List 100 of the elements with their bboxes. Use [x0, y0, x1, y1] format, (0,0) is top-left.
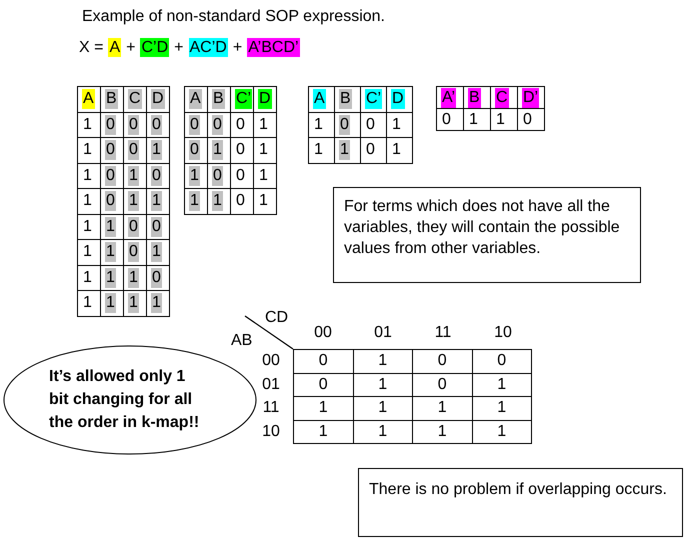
- row-header: 00: [262, 352, 280, 369]
- column-header: 01: [374, 324, 392, 341]
- title: Example of non-standard SOP expression.: [82, 8, 385, 26]
- cell-value: 1: [151, 242, 162, 262]
- column-header: C’: [235, 89, 252, 110]
- cell-value: 1: [189, 166, 200, 186]
- speech-ellipse: [3, 345, 257, 455]
- cell-value: 1: [436, 398, 448, 418]
- cell-value: 0: [128, 140, 139, 160]
- column-header: D’: [522, 88, 540, 108]
- cell-value: 1: [377, 351, 388, 372]
- row-header: 01: [262, 376, 280, 392]
- note-box: [333, 187, 641, 283]
- cell-value: 1: [105, 216, 116, 237]
- plus-sign: +: [232, 38, 244, 57]
- cell-value: 1: [105, 242, 116, 262]
- cell-value: 1: [82, 242, 93, 262]
- column-header: B: [212, 89, 225, 110]
- cell-value: 1: [151, 191, 162, 212]
- cell-value: 0: [128, 242, 139, 262]
- cell-value: 1: [313, 140, 324, 160]
- cell-value: 0: [339, 114, 350, 135]
- cell-value: 1: [128, 268, 139, 288]
- cell-value: 1: [377, 398, 388, 418]
- cell-value: 1: [82, 166, 93, 186]
- cell-value: 1: [258, 114, 269, 135]
- cell-value: 0: [235, 191, 246, 212]
- cell-value: 1: [318, 398, 329, 418]
- column-variable-label: CD: [265, 309, 288, 326]
- cell-value: 0: [496, 351, 508, 372]
- cell-value: 0: [436, 351, 448, 372]
- cell-value: 1: [436, 422, 448, 442]
- cell-value: 0: [151, 166, 162, 186]
- note-text: It’s allowed only 1 bit changing for all the order in k-map!!: [49, 367, 200, 433]
- plus-sign: +: [125, 38, 136, 57]
- cell-value: 0: [212, 166, 223, 186]
- cell-value: 0: [235, 166, 246, 186]
- cell-value: 1: [82, 140, 93, 160]
- cell-value: 0: [189, 140, 200, 160]
- cell-value: 0: [151, 268, 162, 288]
- column-header: 11: [434, 324, 452, 341]
- cell-value: 1: [212, 140, 223, 160]
- column-header: B: [468, 88, 481, 108]
- cell-value: 0: [522, 110, 533, 130]
- equation-term: A’BCD’: [247, 38, 300, 57]
- row-header: 11: [262, 399, 280, 416]
- cell-value: 0: [365, 114, 376, 135]
- cell-value: 1: [82, 191, 93, 212]
- cell-value: 0: [235, 140, 246, 160]
- cell-value: 1: [258, 166, 269, 186]
- cell-value: 1: [318, 422, 329, 442]
- plus-sign: +: [173, 38, 184, 57]
- cell-value: 1: [339, 140, 350, 160]
- cell-value: 1: [105, 293, 116, 314]
- column-header: D: [391, 89, 405, 110]
- cell-value: 1: [82, 268, 93, 288]
- cell-value: 1: [82, 114, 93, 135]
- column-header: A’: [441, 88, 456, 108]
- row-variable-label: AB: [231, 332, 252, 349]
- equation-term: A: [108, 38, 122, 57]
- cell-value: 0: [318, 351, 329, 372]
- cell-value: 1: [377, 374, 388, 395]
- cell-value: 0: [212, 114, 223, 135]
- cell-value: 1: [128, 293, 139, 314]
- column-header: D: [258, 89, 272, 110]
- column-header: C: [495, 88, 509, 108]
- column-header: B: [339, 89, 352, 110]
- cell-value: 1: [313, 114, 324, 135]
- cell-value: 0: [128, 216, 139, 237]
- cell-value: 0: [105, 166, 116, 186]
- column-header: B: [105, 89, 118, 110]
- column-header: A: [313, 89, 326, 110]
- cell-value: 1: [128, 191, 139, 212]
- cell-value: 0: [105, 191, 116, 212]
- column-header: A: [82, 89, 95, 110]
- equation-term: C’D: [140, 38, 170, 57]
- equation-lhs: X =: [78, 38, 104, 57]
- cell-value: 1: [105, 268, 116, 288]
- cell-value: 1: [128, 166, 139, 186]
- note-text: There is no problem if overlapping occurs.: [369, 480, 668, 500]
- cell-value: 0: [151, 114, 162, 135]
- cell-value: 0: [105, 140, 116, 160]
- cell-value: 0: [235, 114, 246, 135]
- cell-value: 1: [496, 398, 508, 418]
- row-header: 10: [262, 422, 280, 440]
- cell-value: 0: [436, 374, 448, 395]
- column-header: A: [189, 89, 202, 110]
- note-text: For terms which does not have all the variables, they will contain the possible values from other variables.: [344, 197, 621, 259]
- cell-value: 1: [82, 216, 93, 237]
- cell-value: 1: [495, 110, 506, 130]
- column-header: C’: [365, 89, 382, 110]
- cell-value: 1: [496, 422, 508, 442]
- cell-value: 0: [441, 110, 452, 130]
- equation-term: AC’D: [188, 38, 228, 57]
- cell-value: 0: [151, 216, 162, 237]
- cell-value: 1: [496, 374, 508, 395]
- cell-value: 0: [105, 114, 116, 135]
- cell-value: 0: [318, 374, 329, 395]
- column-header: 00: [314, 324, 332, 341]
- cell-value: 1: [151, 293, 162, 314]
